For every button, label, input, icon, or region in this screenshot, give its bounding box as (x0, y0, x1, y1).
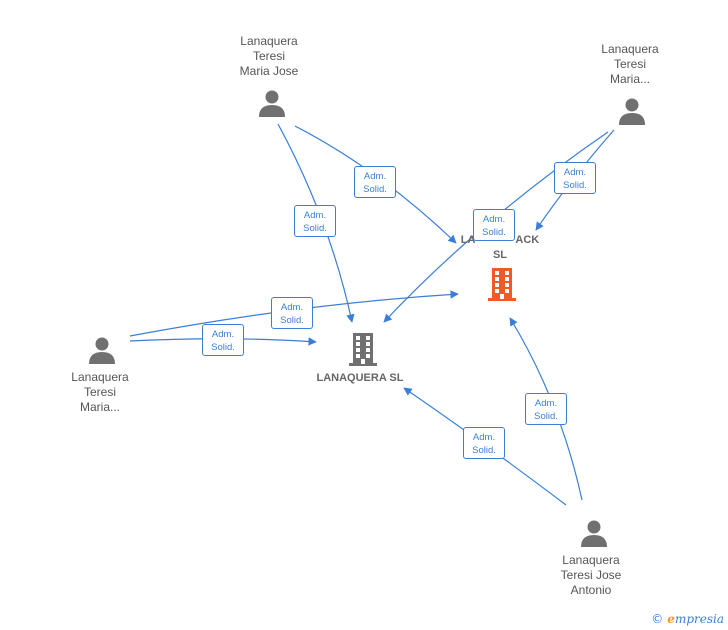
edge-label-line1: Adm. (363, 171, 387, 182)
label-line: Maria... (79, 400, 120, 414)
person-label[interactable]: Lanaquera Teresi Maria... (50, 370, 150, 415)
edge-label-line2: Solid. (534, 411, 558, 422)
brand-letter: e (667, 612, 675, 626)
edge-label-line1: Adm. (280, 302, 304, 313)
edge-label-line1: Adm. (563, 167, 587, 178)
edge-label-box[interactable]: Adm. Solid. (473, 209, 515, 241)
person-label[interactable]: Lanaquera Teresi Maria Jose (219, 34, 319, 79)
person-label[interactable]: Lanaquera Teresi Maria... (580, 42, 680, 87)
copyright-icon: © (651, 612, 664, 626)
label-line: Maria Jose (239, 64, 299, 78)
edge-label-box[interactable]: Adm. Solid. (525, 393, 567, 425)
brand-footer: ©empresia (651, 612, 724, 626)
edge-label-box[interactable]: Adm. Solid. (202, 324, 244, 356)
building-icon[interactable] (347, 331, 379, 367)
person-label[interactable]: Lanaquera Teresi Jose Antonio (541, 553, 641, 598)
label-line: Lanaquera (240, 34, 298, 48)
brand-name: mpresia (674, 612, 724, 626)
edge-label-line1: Adm. (534, 398, 558, 409)
person-icon[interactable] (88, 336, 116, 364)
label-line: Lanaquera (71, 370, 129, 384)
edge-label-line2: Solid. (211, 342, 235, 353)
label-line: Teresi (83, 385, 116, 399)
edge-label-line2: Solid. (363, 184, 387, 195)
label-fragment: ACK (515, 234, 540, 246)
edge-label-line2: Solid. (472, 445, 496, 456)
edge-label-box[interactable]: Adm. Solid. (354, 166, 396, 198)
label-line: SL (492, 249, 508, 261)
person-icon[interactable] (580, 519, 608, 547)
company-label-lanaquera[interactable]: LANAQUERA SL (300, 371, 420, 386)
building-icon[interactable] (486, 266, 518, 302)
label-line: Teresi (613, 57, 646, 71)
label-line: Lanaquera (562, 553, 620, 567)
edge-label-line1: Adm. (472, 432, 496, 443)
label-line: Teresi Jose (560, 568, 622, 582)
edge-label-line1: Adm. (303, 210, 327, 221)
edge-label-line2: Solid. (563, 180, 587, 191)
edge-label-box[interactable]: Adm. Solid. (271, 297, 313, 329)
edge-label-line1: Adm. (211, 329, 235, 340)
label-line: Lanaquera (601, 42, 659, 56)
label-line: LANAQUERA SL (316, 372, 404, 384)
edge-label-line2: Solid. (280, 315, 304, 326)
company-label-main[interactable]: LA ACK SL (452, 233, 548, 263)
edge-label-line2: Solid. (303, 223, 327, 234)
label-line: LA ACK (452, 233, 548, 248)
edge-label-box[interactable]: Adm. Solid. (463, 427, 505, 459)
edge-label-box[interactable]: Adm. Solid. (554, 162, 596, 194)
brand-logo[interactable]: empresia (667, 612, 724, 626)
person-icon[interactable] (258, 89, 286, 117)
edge-label-line2: Solid. (482, 227, 506, 238)
label-fragment: LA (460, 234, 476, 246)
label-line: Teresi (252, 49, 285, 63)
edge-label-box[interactable]: Adm. Solid. (294, 205, 336, 237)
label-line: Maria... (609, 72, 650, 86)
edge-label-line1: Adm. (482, 214, 506, 225)
label-line: Antonio (570, 583, 612, 597)
person-icon[interactable] (618, 97, 646, 125)
